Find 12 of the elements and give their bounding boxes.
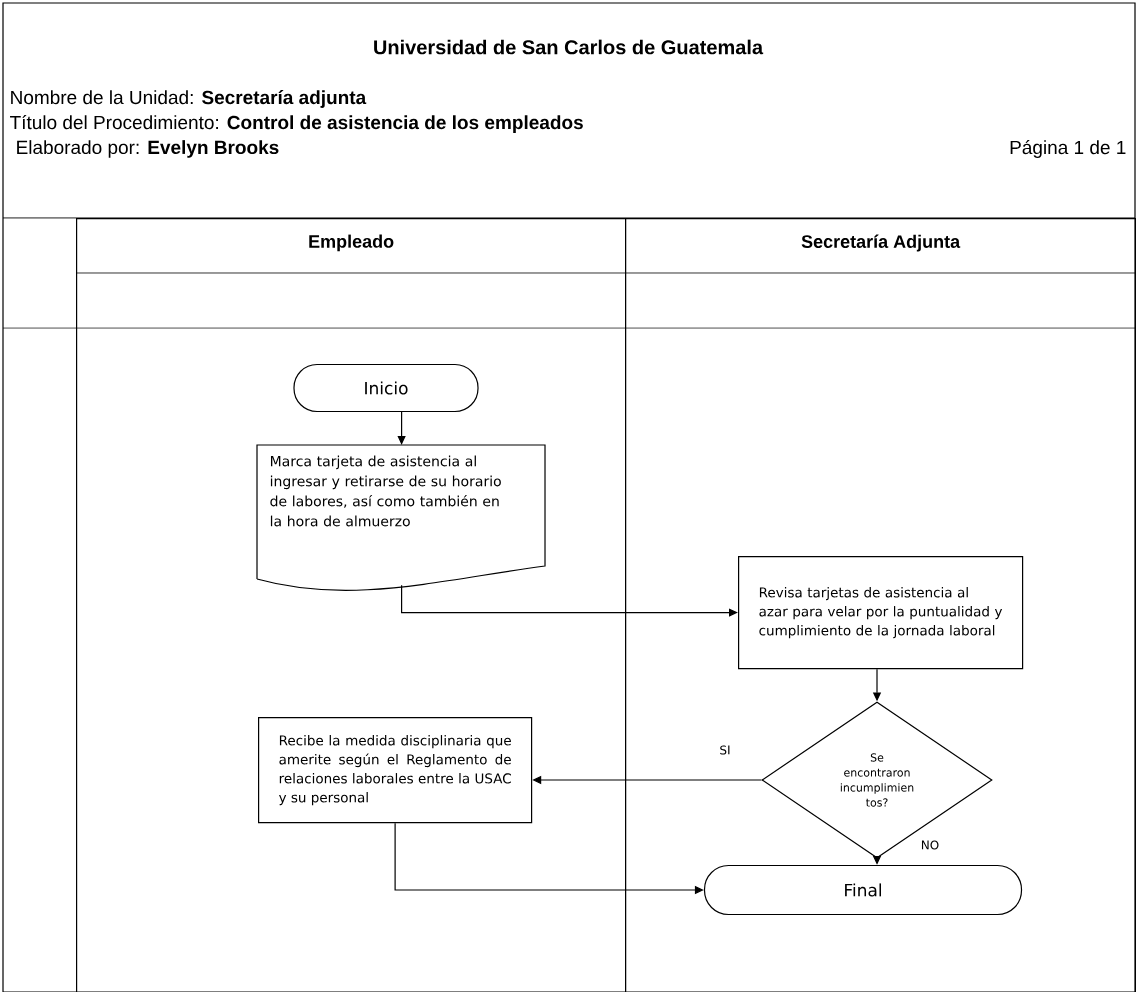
header-text: Página 1 de 1 [1010,140,1126,158]
header-text: Nombre de la Unidad: Secretaría adjunta [11,90,367,108]
header-text: Elaborado por: Evelyn Brooks [17,140,279,158]
arrow [401,584,738,617]
process-box: Recibe la medida disciplinaria que amerite según el Reglamento de relaciones laborales entre la USAC y su personal [258,717,533,824]
document-shape: Marca tarjeta de asistencia al ingresar y retirarse de su horario de labores, así como también en la hora de almuerzo [256,444,546,591]
title: Universidad de San Carlos de Guatemala [374,39,764,55]
arrow [397,411,406,445]
header-text: Título del Procedimiento: Control de asistencia de los empleados [10,115,583,133]
edge-label: SI [720,745,730,755]
edge-label: NO [921,840,939,850]
process-box: Revisa tarjetas de asistencia al azar para velar por la puntualidad y cumplimiento de la jornada laboral [738,556,1024,670]
